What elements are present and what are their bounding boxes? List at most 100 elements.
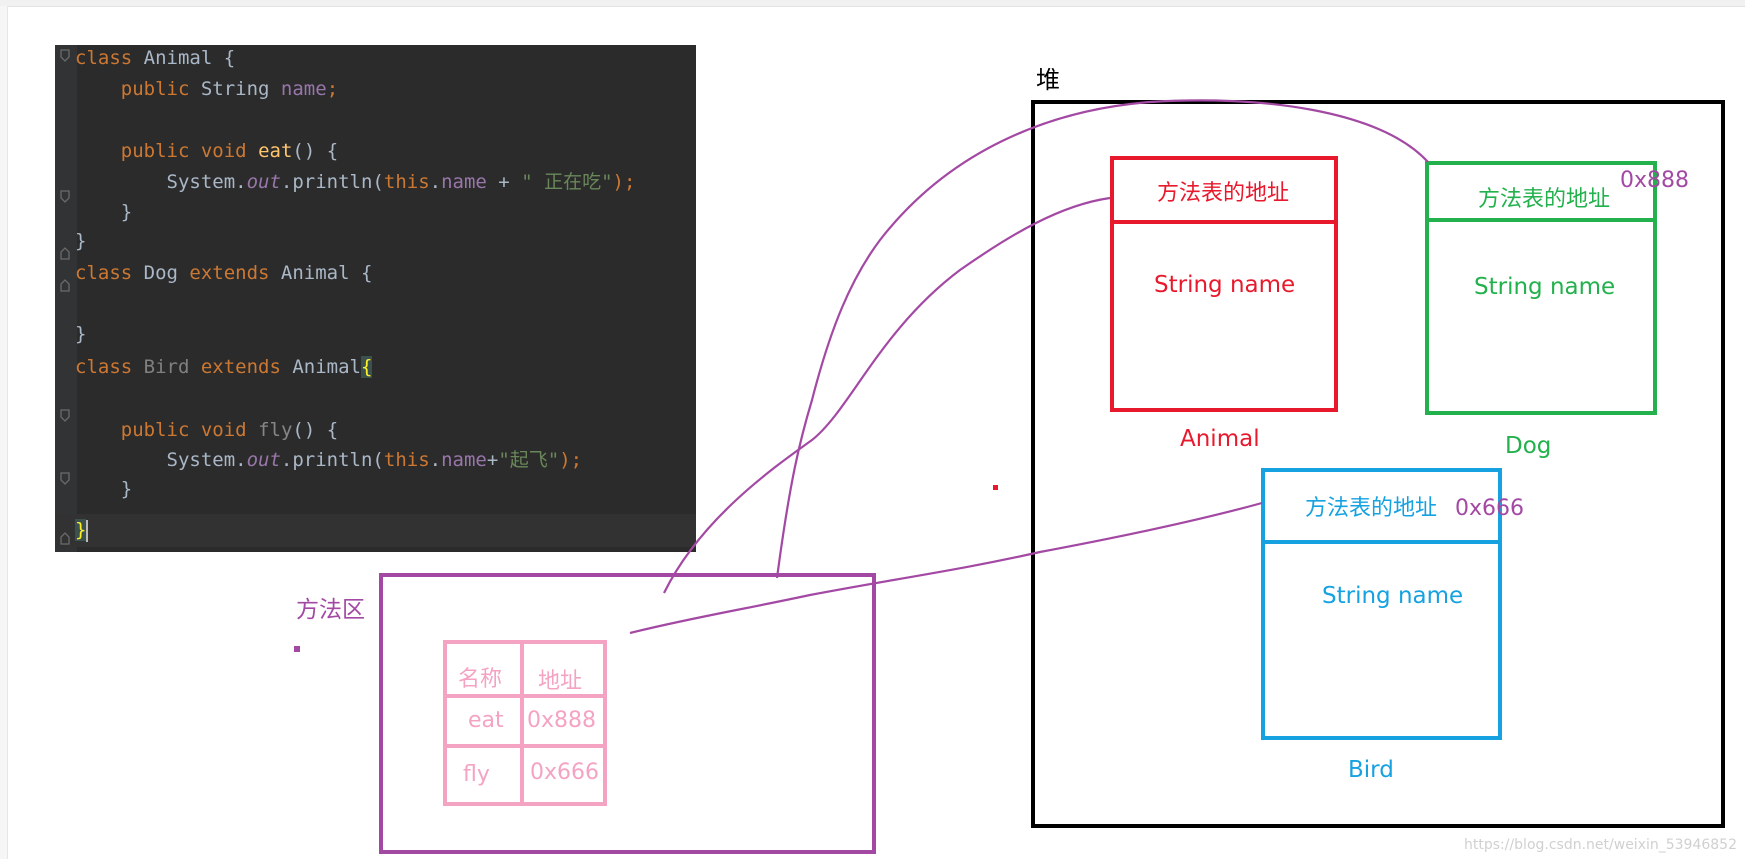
code-line: } (75, 474, 132, 504)
code-keyword: class (75, 262, 133, 284)
code-line: public void fly() { (75, 415, 338, 445)
code-keyword: public (120, 78, 190, 100)
code-text: () { (292, 140, 339, 162)
fold-marker-icon[interactable] (60, 472, 70, 486)
code-text: .println( (280, 449, 384, 471)
method-name-cell: fly (463, 762, 490, 787)
method-address-cell: 0x666 (530, 760, 600, 785)
code-text: Animal { (132, 47, 236, 69)
heap-label: 堆 (1036, 66, 1060, 94)
fold-end-marker-icon[interactable] (60, 531, 70, 545)
code-keyword: extends (200, 356, 281, 378)
code-line: } (75, 319, 86, 349)
method-area-label: 方法区 (296, 597, 365, 623)
fold-marker-icon[interactable] (60, 49, 70, 63)
method-table (443, 640, 607, 806)
code-method: fly (258, 419, 293, 441)
code-keyword: extends (189, 262, 270, 284)
code-editor: class Animal { public String name; publi… (55, 45, 696, 552)
code-text: Animal { (269, 262, 373, 284)
animal-method-table-address-label: 方法表的地址 (1157, 181, 1290, 206)
code-text: ); (559, 449, 583, 471)
connector-method-area-to-animal (663, 196, 1111, 594)
code-text: String (189, 78, 281, 100)
code-text: System. (166, 171, 247, 193)
code-text: .println( (280, 171, 384, 193)
code-line: class Bird extends Animal{ (75, 352, 373, 382)
code-text: + (486, 171, 522, 193)
code-text: Dog (132, 262, 190, 284)
method-name-cell: eat (468, 708, 504, 733)
bird-object-label: Bird (1348, 757, 1394, 783)
code-line: class Animal { (75, 45, 235, 73)
current-line-highlight (55, 514, 696, 547)
code-line[interactable]: } (75, 515, 89, 545)
code-text: . (429, 171, 442, 193)
code-keyword: public void (120, 419, 247, 441)
marker-dot (294, 646, 300, 652)
code-static-field: out (246, 449, 281, 471)
code-keyword: public void (120, 140, 247, 162)
method-table-header-address: 地址 (538, 669, 583, 694)
method-area-box (379, 573, 876, 854)
code-text: . (429, 449, 442, 471)
code-text: + (486, 449, 499, 471)
code-text: ; (326, 78, 339, 100)
method-address-cell: 0x888 (527, 708, 597, 733)
heap-box (1031, 100, 1725, 828)
code-text: } (75, 478, 133, 500)
code-keyword: class (75, 47, 133, 69)
code-field: name (441, 449, 487, 471)
marker-dot (993, 485, 998, 490)
code-line: } (75, 197, 132, 227)
code-keyword: this (383, 449, 430, 471)
code-line: System.out.println(this.name+"起飞"); (75, 445, 583, 475)
code-line: public void eat() { (75, 136, 338, 166)
animal-object-label: Animal (1180, 426, 1260, 452)
code-text: () { (292, 419, 339, 441)
connector-method-area-to-dog (775, 99, 1429, 579)
code-line: class Dog extends Animal { (75, 258, 372, 288)
code-method: eat (258, 140, 293, 162)
watermark: https://blog.csdn.net/weixin_53946852 (1463, 837, 1737, 853)
dog-object-label: Dog (1505, 433, 1552, 459)
code-string: "起飞" (498, 449, 560, 471)
code-text: Animal (280, 356, 361, 378)
code-text: System. (166, 449, 247, 471)
dog-object-box (1425, 161, 1657, 415)
matched-brace: } (75, 519, 87, 541)
code-field: name (280, 78, 327, 100)
bird-address-label: 0x666 (1455, 496, 1525, 521)
matched-brace: { (361, 356, 373, 378)
animal-field-label: String name (1154, 272, 1296, 298)
code-line: } (75, 226, 86, 256)
connector-table-to-bird (629, 501, 1263, 635)
bird-field-label: String name (1322, 583, 1464, 609)
fold-end-marker-icon[interactable] (60, 246, 70, 260)
left-window-edge (0, 6, 8, 859)
code-text: ); (612, 171, 636, 193)
code-static-field: out (246, 171, 281, 193)
top-window-edge (0, 0, 1745, 7)
code-text: } (75, 230, 87, 252)
bird-object-box (1261, 468, 1502, 740)
method-table-header-name: 名称 (458, 667, 503, 692)
editor-gutter (55, 45, 77, 552)
code-line: System.out.println(this.name + " 正在吃"); (75, 167, 636, 197)
fold-marker-icon[interactable] (60, 190, 70, 204)
bird-method-table-address-label: 方法表的地址 (1305, 496, 1438, 521)
code-line: public String name; (75, 74, 338, 104)
code-string: " 正在吃" (521, 171, 613, 193)
dog-address-label: 0x888 (1620, 168, 1690, 193)
dog-field-label: String name (1474, 274, 1616, 300)
fold-end-marker-icon[interactable] (60, 278, 70, 292)
code-text: } (75, 323, 87, 345)
code-keyword: this (383, 171, 430, 193)
code-class-name: Bird (132, 356, 201, 378)
code-field: name (441, 171, 487, 193)
fold-marker-icon[interactable] (60, 409, 70, 423)
dog-method-table-address-label: 方法表的地址 (1478, 187, 1611, 212)
text-caret (86, 519, 89, 542)
code-text: } (75, 201, 133, 223)
